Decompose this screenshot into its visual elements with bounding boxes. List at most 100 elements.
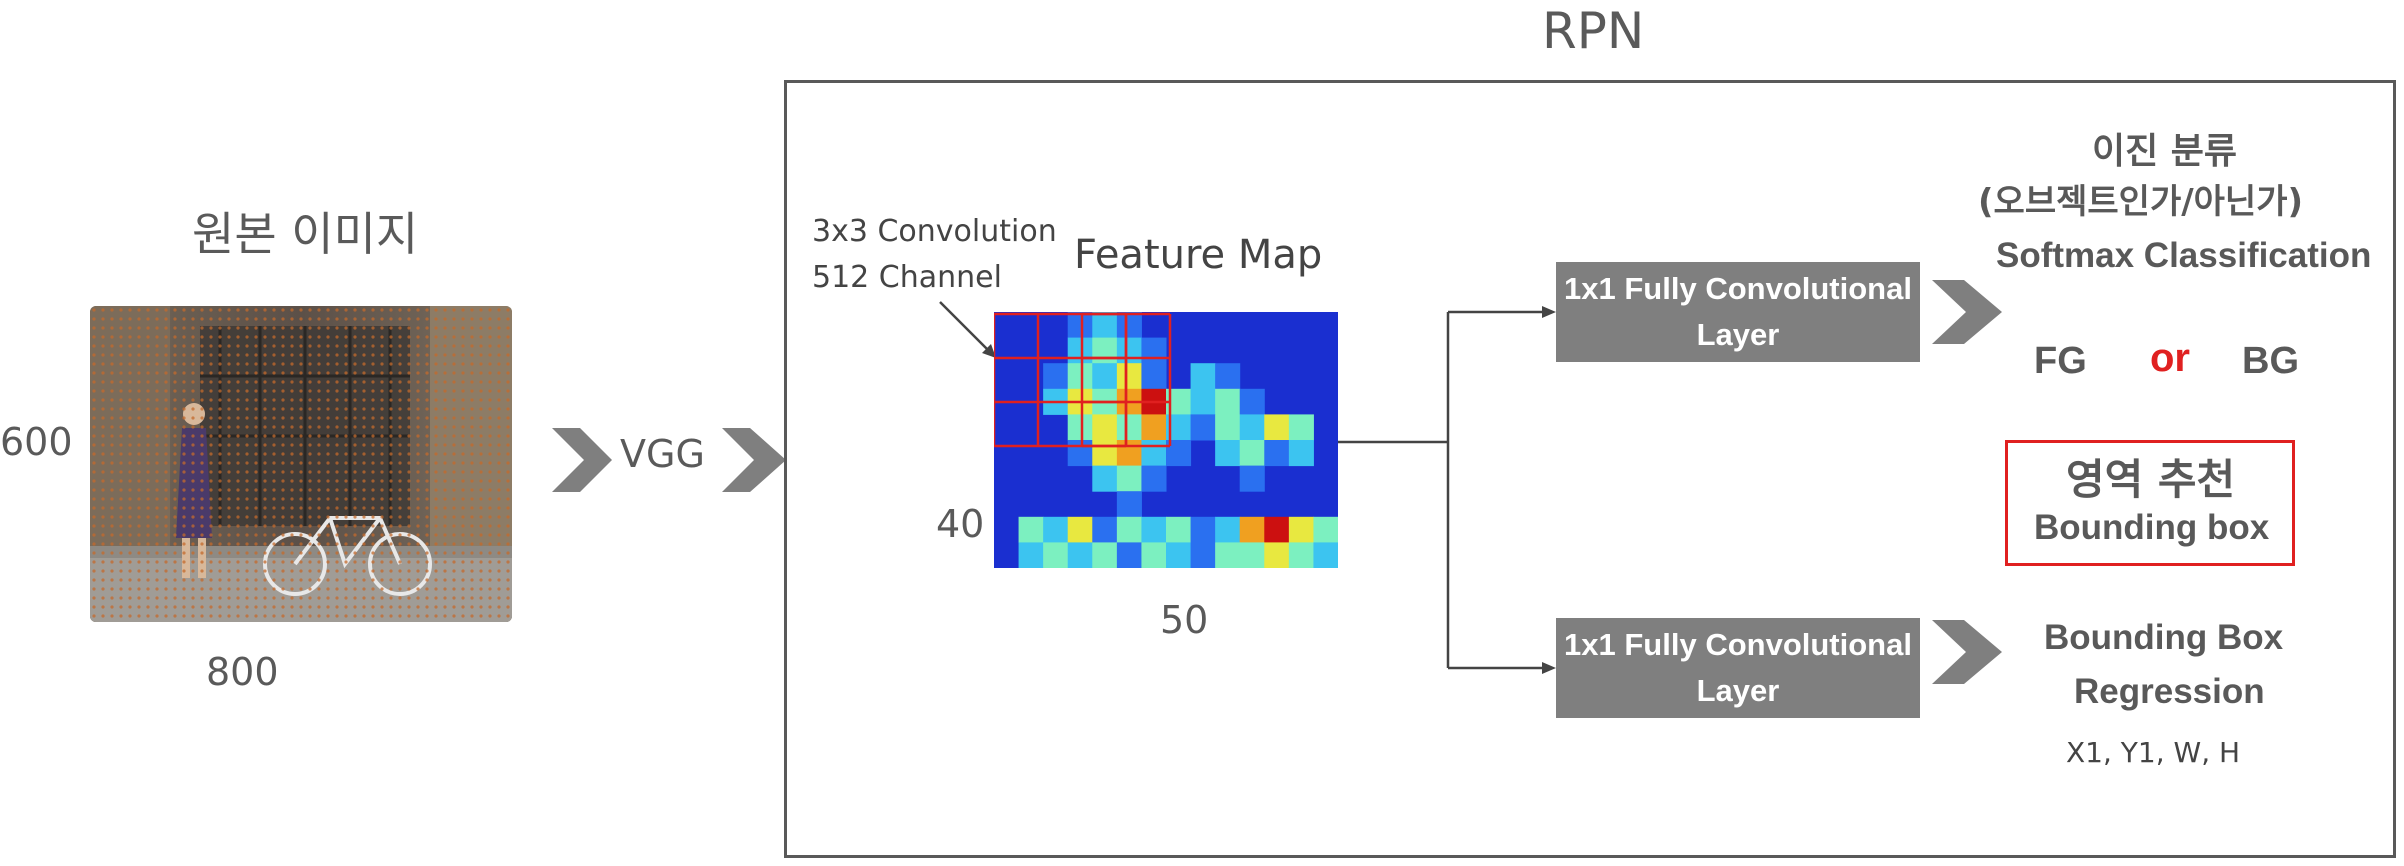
- region-line1: 영역 추천: [2066, 455, 2236, 504]
- branch-arrowhead-top: [1542, 306, 1556, 318]
- heatmap-cell: [1043, 516, 1069, 543]
- heatmap-cell: [1067, 542, 1093, 568]
- feature-map-title: Feature Map: [1074, 232, 1323, 278]
- heatmap-cell: [1116, 542, 1142, 568]
- branch-arrowhead-bottom: [1542, 662, 1556, 674]
- rpn-container: [784, 80, 2396, 858]
- heatmap-cell: [1092, 414, 1118, 441]
- heatmap-cell: [1092, 363, 1118, 390]
- heatmap-cell: [1190, 542, 1216, 568]
- heatmap-cell: [1264, 440, 1290, 467]
- heatmap-cell: [1092, 440, 1118, 467]
- heatmap-cell: [1239, 516, 1265, 543]
- heatmap-cell: [1141, 542, 1167, 568]
- bg-label: BG: [2242, 340, 2299, 382]
- feature-map-heatmap: [994, 312, 1338, 568]
- heatmap-cell: [1116, 516, 1142, 543]
- heatmap-cell: [1043, 542, 1069, 568]
- reg-outputs: X1, Y1, W, H: [2066, 736, 2241, 769]
- heatmap-cell: [1092, 465, 1118, 492]
- heatmap-cell: [1116, 440, 1142, 467]
- reg-layer-line1: 1x1 Fully Convolutional: [1564, 627, 1912, 662]
- heatmap-cell: [1264, 414, 1290, 441]
- heatmap-cell: [1190, 363, 1216, 390]
- heatmap-cell: [1092, 542, 1118, 568]
- conv-pointer-line: [939, 301, 991, 353]
- fg-label: FG: [2034, 340, 2087, 382]
- feature-width-label: 50: [1160, 598, 1209, 642]
- cls-layer-line1: 1x1 Fully Convolutional: [1564, 271, 1912, 306]
- heatmap-cell: [1215, 440, 1241, 467]
- heatmap-cell: [1166, 516, 1192, 543]
- heatmap-cell: [1166, 542, 1192, 568]
- region-line2: Bounding box: [2034, 508, 2270, 547]
- heatmap-cell: [1239, 465, 1265, 492]
- heatmap-cell: [1313, 542, 1338, 568]
- heatmap-cell: [1141, 363, 1167, 390]
- heatmap-cell: [1215, 363, 1241, 390]
- heatmap-cell: [1018, 542, 1044, 568]
- heatmap-cell: [1264, 542, 1290, 568]
- heatmap-cell: [1067, 312, 1093, 339]
- heatmap-cell: [1067, 363, 1093, 390]
- cls-heading-line3: Softmax Classification: [1996, 236, 2372, 275]
- reg-conv-layer-box: 1x1 Fully Convolutional Layer: [1556, 618, 1920, 718]
- original-image: [90, 306, 512, 622]
- arrow-from-vgg: [722, 428, 786, 492]
- heatmap-cell: [1092, 312, 1118, 339]
- heatmap-cell: [1141, 516, 1167, 543]
- conv-note-line1: 3x3 Convolution: [812, 214, 1057, 249]
- cls-heading-line1: 이진 분류: [2092, 131, 2238, 172]
- heatmap-cell: [1067, 440, 1093, 467]
- heatmap-cell: [1190, 414, 1216, 441]
- heatmap-cell: [1190, 388, 1216, 415]
- heatmap-cell: [1116, 414, 1142, 441]
- heatmap-cell: [1141, 414, 1167, 441]
- heatmap-cell: [1288, 440, 1314, 467]
- heatmap-cell: [1264, 516, 1290, 543]
- heatmap-cell: [1141, 440, 1167, 467]
- heatmap-cell: [1313, 516, 1338, 543]
- image-width-label: 800: [206, 650, 279, 694]
- heatmap-cell: [1288, 516, 1314, 543]
- region-proposal-box: [2005, 440, 2295, 566]
- heatmap-cell: [1018, 516, 1044, 543]
- arrow-to-regression: [1932, 620, 2002, 684]
- or-label: or: [2150, 336, 2190, 380]
- image-height-label: 600: [0, 420, 73, 464]
- heatmap-cell: [1116, 337, 1142, 364]
- reg-layer-line2: Layer: [1696, 673, 1780, 708]
- heatmap-cell: [1067, 337, 1093, 364]
- heatmap-cell: [1116, 465, 1142, 492]
- arrow-to-classification: [1932, 280, 2002, 344]
- reg-heading-line1: Bounding Box: [2044, 618, 2284, 657]
- heatmap-cell: [1215, 388, 1241, 415]
- heatmap-cell: [1116, 363, 1142, 390]
- heatmap-cell: [1141, 337, 1167, 364]
- heatmap-cell: [1215, 516, 1241, 543]
- heatmap-cell: [1067, 516, 1093, 543]
- street-photo-illustration: [90, 306, 512, 622]
- heatmap-cell: [1116, 312, 1142, 339]
- heatmap-cell: [1092, 337, 1118, 364]
- conv-note-line2: 512 Channel: [812, 260, 1002, 295]
- heatmap-cell: [1239, 440, 1265, 467]
- heatmap-cell: [1092, 516, 1118, 543]
- heatmap-cell: [1190, 516, 1216, 543]
- original-image-title: 원본 이미지: [192, 207, 419, 261]
- arrow-to-vgg: [552, 428, 612, 492]
- heatmap-cell: [1116, 491, 1142, 518]
- heatmap-cell: [1215, 542, 1241, 568]
- cls-layer-line2: Layer: [1696, 317, 1780, 352]
- conv-pointer-head: [982, 344, 996, 358]
- vgg-label: VGG: [620, 432, 705, 476]
- reg-heading-line2: Regression: [2074, 672, 2265, 711]
- heatmap-cells: [994, 312, 1338, 568]
- rpn-title: RPN: [1542, 2, 1645, 60]
- heatmap-cell: [1288, 542, 1314, 568]
- heatmap-cell: [1215, 414, 1241, 441]
- heatmap-cell: [1067, 414, 1093, 441]
- heatmap-cell: [1043, 363, 1069, 390]
- heatmap-cell: [1288, 414, 1314, 441]
